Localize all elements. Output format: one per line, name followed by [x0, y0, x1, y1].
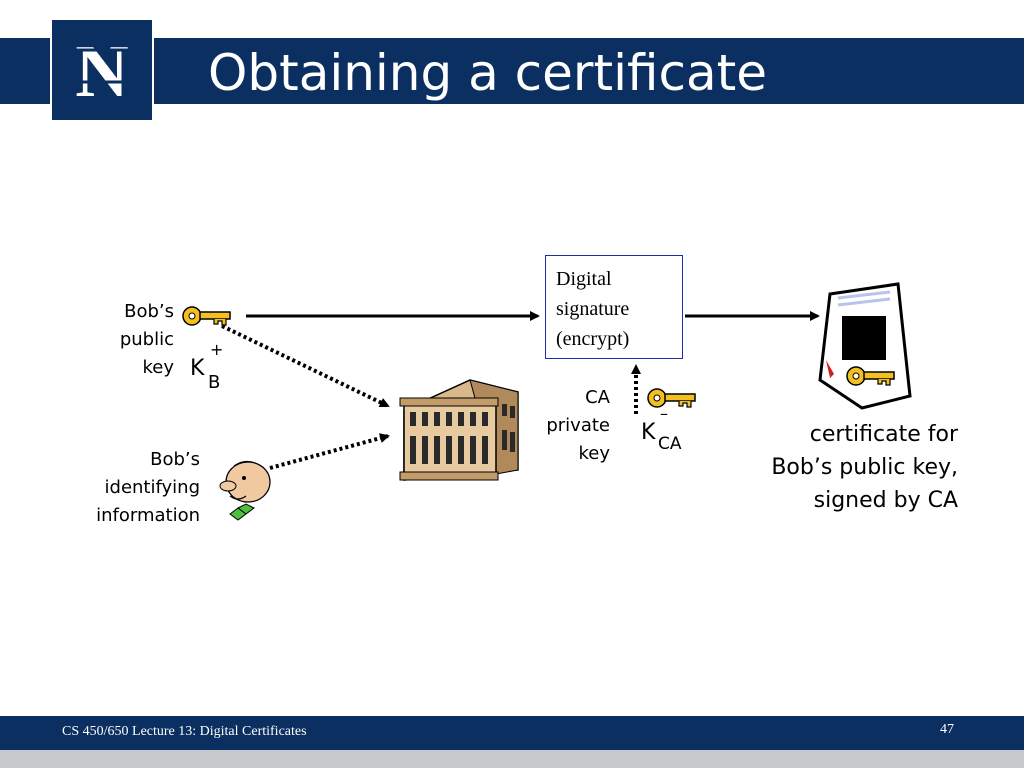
slide-title: Obtaining a certificate: [208, 44, 767, 102]
kca-superscript: –: [660, 404, 668, 423]
ca-building-icon: [399, 379, 519, 481]
label-line: Bob’s: [150, 449, 200, 470]
bob-public-key-label: Bob’s public key: [120, 298, 174, 382]
digital-signature-label: Digital signature (encrypt): [556, 268, 630, 350]
caption-line: signed by CA: [813, 488, 958, 513]
arrow-bob-to-ca: [269, 433, 390, 470]
certificate-document-icon: [818, 282, 912, 410]
label-line: information: [96, 505, 200, 526]
page-number: 47: [940, 722, 954, 737]
footer-bar: [0, 716, 1024, 750]
certificate-caption: certificate for Bob’s public key, signed…: [700, 418, 958, 517]
key-letter: K: [641, 420, 656, 445]
kca-symbol: K: [641, 420, 655, 445]
label-line: key: [142, 357, 174, 378]
title-bar: [0, 38, 1024, 104]
ca-private-key-label: CA private key: [546, 384, 610, 468]
university-logo: N: [50, 18, 154, 122]
label-line: identifying: [104, 477, 200, 498]
footer-strip: [0, 750, 1024, 768]
caption-line: Bob’s public key,: [771, 455, 958, 480]
label-line: Bob’s: [124, 301, 174, 322]
private-key-icon: [647, 388, 696, 408]
kb-subscript: B: [208, 372, 221, 393]
caption-line: certificate for: [809, 422, 958, 447]
bob-person-icon: [219, 460, 271, 521]
digital-signature-box: [545, 255, 683, 359]
footer-course-title: CS 450/650 Lecture 13: Digital Certifica…: [62, 724, 307, 739]
kca-subscript: CA: [658, 434, 682, 454]
nevada-n-icon: N: [66, 31, 138, 113]
public-key-icon: [182, 306, 231, 326]
label-line: public: [119, 329, 174, 350]
kb-superscript: +: [210, 340, 224, 359]
svg-text:N: N: [75, 31, 128, 113]
label-line: private: [546, 415, 610, 436]
key-letter: K: [190, 356, 205, 381]
label-line: CA: [585, 387, 610, 408]
arrow-key-to-ca: [221, 324, 390, 408]
label-line: key: [578, 443, 610, 464]
bob-identifying-info-label: Bob’s identifying information: [96, 446, 200, 530]
kb-plus-symbol: K: [190, 356, 204, 381]
